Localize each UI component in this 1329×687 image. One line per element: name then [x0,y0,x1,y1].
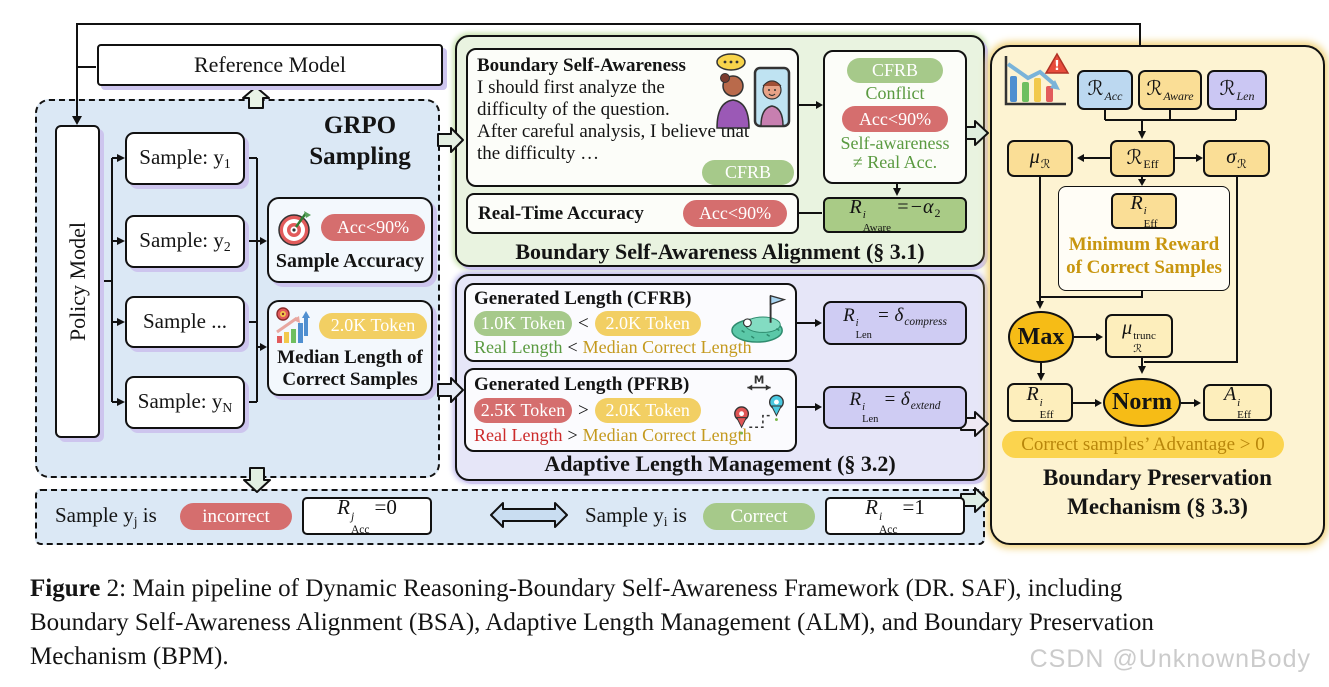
accuracy-badge: Acc<90% [321,214,425,241]
conflict-box: CFRB Conflict Acc<90% Self-awareness ≠ R… [823,50,967,184]
median-token-badge: 2.0K Token [319,312,427,339]
cfrb-real-token-badge: 1.0K Token [474,311,572,336]
pfrb-real-token-badge: 2.5K Token [474,398,572,423]
incorrect-badge: incorrect [180,503,292,530]
alm-title: Adaptive Length Management (§ 3.2) [544,451,896,476]
conflict-note1: Self-awareness [840,133,950,153]
pfrb-length-box: Generated Length (PFRB) 2.5K Token > 2.0… [464,368,797,452]
route-icon: M [734,374,784,435]
speech-heading: Boundary Self-Awareness [477,55,686,76]
max-label: Max [1017,323,1065,350]
cfrb-median-token-badge: 2.0K Token [594,311,701,336]
cfrb-row-cmp: < [567,337,578,357]
conflict-label: Conflict [865,83,925,103]
sample-box-n: Sample: yN [125,376,245,429]
reward-len-node: ℛLen [1207,70,1267,110]
caption-line1: Figure 2: Main pipeline of Dynamic Reaso… [30,575,1123,602]
advantage-pill: Correct samples’ Advantage > 0 [1002,431,1284,458]
reference-model-box: Reference Model [97,44,443,86]
policy-model-box: Policy Model [55,125,100,438]
csdn-watermark: CSDN @UnknownBody [1029,645,1311,673]
golf-course-icon [731,294,787,343]
speech-line1: I should first analyze the [477,77,665,98]
min-reward-line1: Minimum Reward [1068,234,1220,255]
caption-line3: Mechanism (BPM). [30,643,229,670]
cfrb-row-right: Median Correct Length [582,337,752,357]
median-label-line2: Correct Samples [282,368,418,390]
reward-eff-node: ℛEff [1110,140,1175,177]
bpm-title: Boundary Preservation Mechanism (§ 3.3) [1043,465,1272,519]
pfrb-row-right: Median Correct Length [582,425,752,445]
grpo-title: GRPO Sampling [309,112,411,170]
conflict-acc-badge: Acc<90% [842,106,948,132]
conflict-cfrb-badge: CFRB [847,58,943,83]
cfrb-badge-speech: CFRB [702,160,794,185]
realtime-accuracy-box: Real-Time Accuracy Acc<90% [466,193,799,234]
figure-caption: Figure 2: Main pipeline of Dynamic Reaso… [30,572,1300,674]
svg-text:!: ! [1054,59,1060,74]
reference-model-label: Reference Model [193,52,347,77]
self-reflection-icon [716,53,791,129]
sigma-node: σℛ [1203,140,1270,177]
mu-node: μℛ [1007,140,1073,177]
pfrb-row-left: Real Length [474,425,563,445]
speech-line3: After careful analysis, I believe that [477,121,750,142]
norm-node: Norm [1103,378,1181,427]
min-reward-line2: of Correct Samples [1066,257,1222,278]
sample-accuracy-card: Acc<90% Sample Accuracy [267,197,433,283]
reward-acc-node: ℛAcc [1077,70,1133,110]
median-label-line1: Median Length of [277,346,423,368]
sample-box-2: Sample: y2 [125,215,245,268]
correct-badge: Correct [703,503,815,530]
speech-line2: difficulty of the question. [477,99,670,120]
pfrb-median-token-badge: 2.0K Token [594,398,701,423]
pfrb-cmp: > [578,399,589,421]
sample-j-label: Sample yj is [55,503,157,529]
cfrb-row-left: Real Length [474,337,563,357]
pfrb-row-cmp: > [567,425,578,445]
pfrb-heading: Generated Length (PFRB) [474,374,690,395]
sample-i-label: Sample yi is [585,503,687,529]
sample-accuracy-label: Sample Accuracy [275,249,425,272]
cfrb-cmp: < [578,312,589,334]
conflict-note2: ≠ Real Acc. [852,152,938,172]
sample-box-ellipsis: Sample ... [125,296,245,348]
reward-aware-node: ℛAware [1138,70,1202,110]
cfrb-heading: Generated Length (CFRB) [474,288,692,309]
realtime-accuracy-label: Real-Time Accuracy [478,202,644,224]
median-chart-icon [276,306,310,343]
bsa-title: Boundary Self-Awareness Alignment (§ 3.1… [515,239,925,264]
median-length-card: 2.0K Token Median Length of Correct Samp… [267,300,433,396]
policy-model-label: Policy Model [64,221,90,342]
speech-line4: the difficulty … [477,143,600,164]
svg-text:M: M [754,374,765,387]
realtime-accuracy-badge: Acc<90% [683,200,787,227]
target-icon [278,210,311,246]
norm-label: Norm [1112,389,1172,415]
declining-chart-icon: ! [1004,52,1070,106]
cfrb-length-box: Generated Length (CFRB) 1.0K Token < 2.0… [464,283,797,362]
self-awareness-speech-box: Boundary Self-Awareness I should first a… [466,48,799,187]
sample-box-1: Sample: y1 [125,132,245,185]
caption-line2: Boundary Self-Awareness Alignment (BSA),… [30,609,1154,636]
max-node: Max [1008,311,1074,363]
